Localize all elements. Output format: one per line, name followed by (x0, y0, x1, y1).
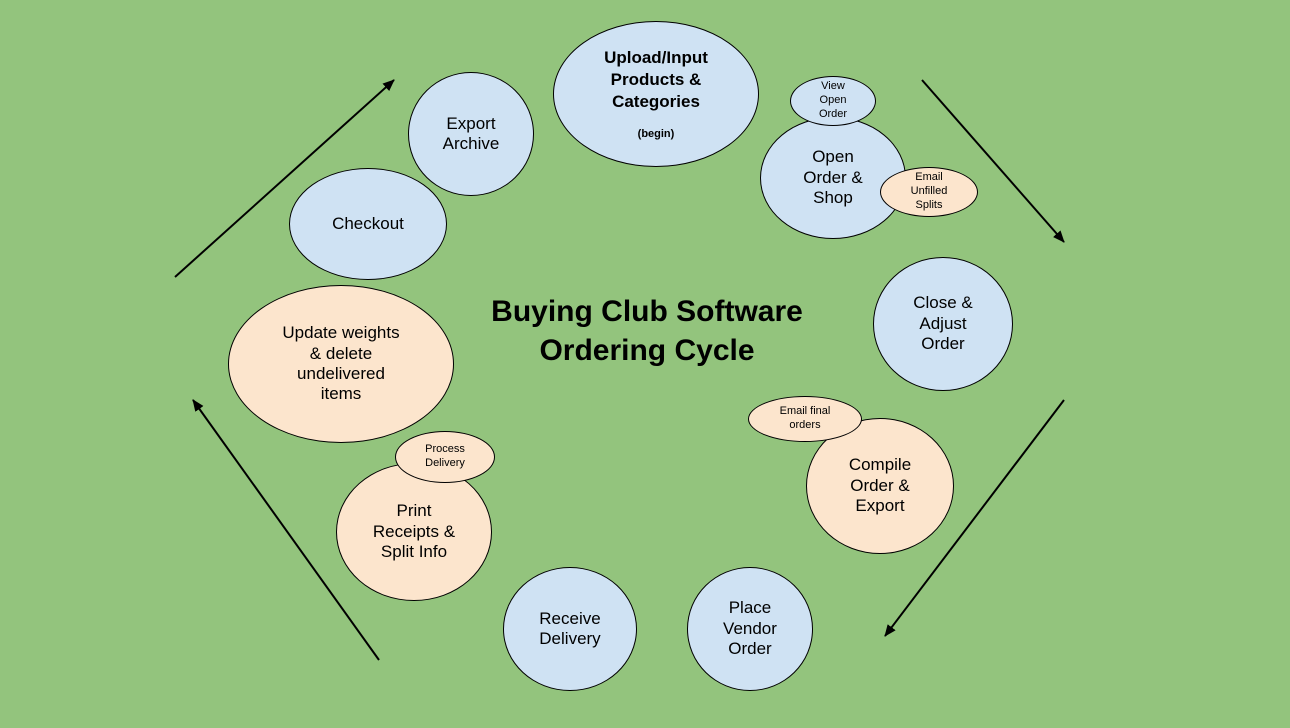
step-open-order-shop: Open Order & Shop (760, 117, 906, 239)
step-close-adjust-order: Close & Adjust Order (873, 257, 1013, 391)
step-update-weights: Update weights & delete undelivered item… (228, 285, 454, 443)
arrow-top-left (174, 79, 395, 278)
arrow-bottom-left (192, 399, 380, 661)
step-email-final-orders: Email final orders (748, 396, 862, 442)
step-receive-delivery: Receive Delivery (503, 567, 637, 691)
step-upload-input: Upload/Input Products & Categories (begi… (553, 21, 759, 167)
arrow-top-right (921, 79, 1065, 243)
step-print-receipts: Print Receipts & Split Info (336, 463, 492, 601)
step-compile-order-export: Compile Order & Export (806, 418, 954, 554)
step-view-open-order: View Open Order (790, 76, 876, 126)
step-upload-label: Upload/Input Products & Categories (604, 48, 708, 112)
step-upload-begin-label: (begin) (637, 127, 675, 140)
arrow-bottom-right (884, 399, 1065, 637)
diagram-title: Buying Club Software Ordering Cycle (491, 295, 803, 367)
step-checkout: Checkout (289, 168, 447, 280)
step-process-delivery: Process Delivery (395, 431, 495, 483)
step-export-archive: Export Archive (408, 72, 534, 196)
step-place-vendor-order: Place Vendor Order (687, 567, 813, 691)
step-email-unfilled-splits: Email Unfilled Splits (880, 167, 978, 217)
